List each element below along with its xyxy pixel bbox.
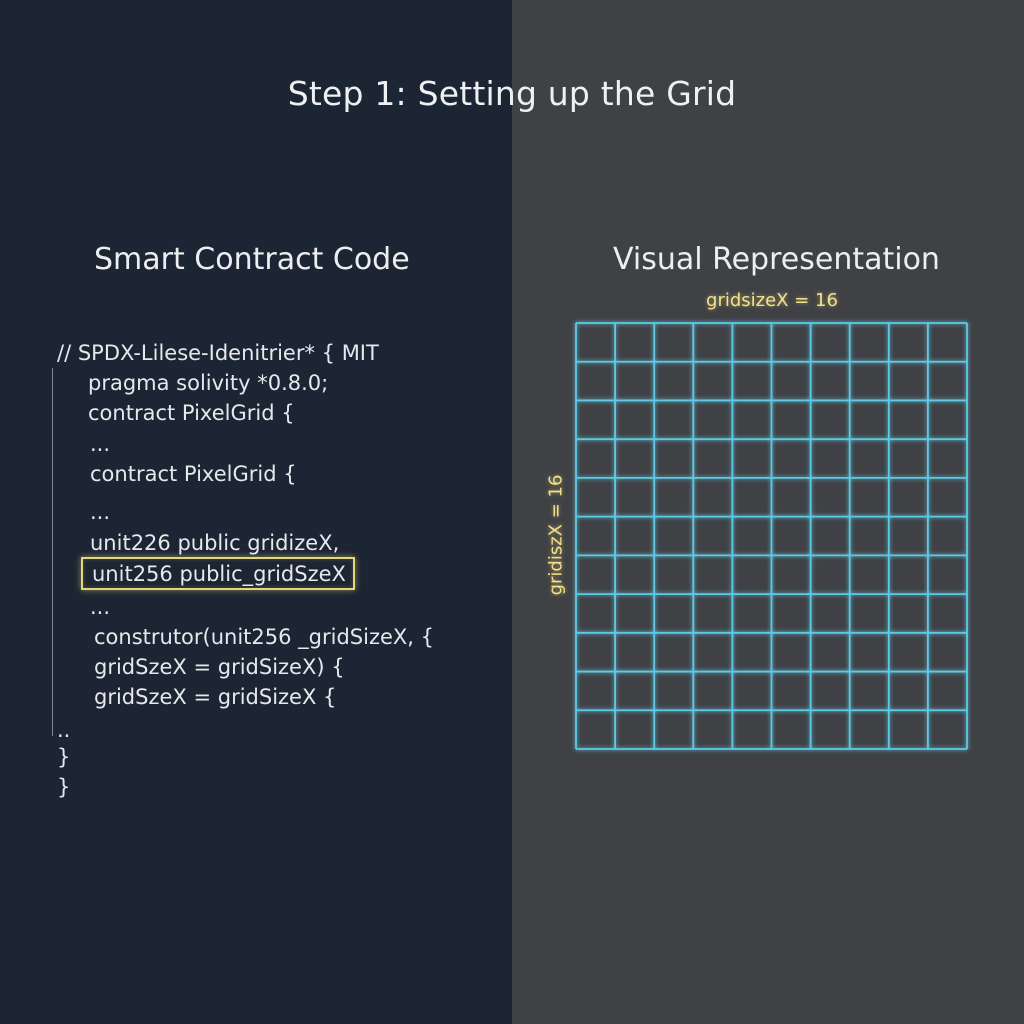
code-block: // SPDX-Lilese-Idenitrier* { MIT pragma …	[52, 341, 435, 799]
code-panel-heading: Smart Contract Code	[94, 242, 410, 277]
code-line: contract PixelGrid {	[90, 462, 297, 486]
code-line: gridSzeX = gridSizeX {	[94, 685, 337, 709]
code-line: contract PixelGrid {	[88, 401, 295, 425]
pixel-grid	[575, 322, 968, 750]
step-title: Step 1: Setting up the Grid	[287, 74, 737, 113]
code-line: }	[57, 745, 71, 769]
code-line: gridSzeX = gridSizeX) {	[94, 655, 345, 679]
code-line-highlighted: unit256 public_gridSzeX	[92, 562, 346, 586]
code-line: ..	[57, 718, 71, 742]
grid-x-size-label: gridsizeX = 16	[706, 290, 838, 311]
code-line: ...	[90, 500, 111, 524]
code-line: ...	[90, 432, 111, 456]
visual-panel	[512, 0, 1024, 1024]
code-line: construtor(unit256 _gridSizeX, {	[94, 625, 435, 649]
code-line: pragma solivity *0.8.0;	[88, 371, 329, 395]
grid-lines	[575, 322, 968, 750]
code-line: }	[57, 775, 71, 799]
code-panel	[0, 0, 512, 1024]
code-indent-guide	[52, 368, 53, 736]
visual-panel-heading: Visual Representation	[613, 242, 940, 277]
highlighted-line-box	[81, 557, 355, 590]
code-line: // SPDX-Lilese-Idenitrier* { MIT	[57, 341, 379, 365]
code-line: ...	[90, 595, 111, 619]
code-line: unit226 public gridizeX,	[90, 531, 340, 555]
